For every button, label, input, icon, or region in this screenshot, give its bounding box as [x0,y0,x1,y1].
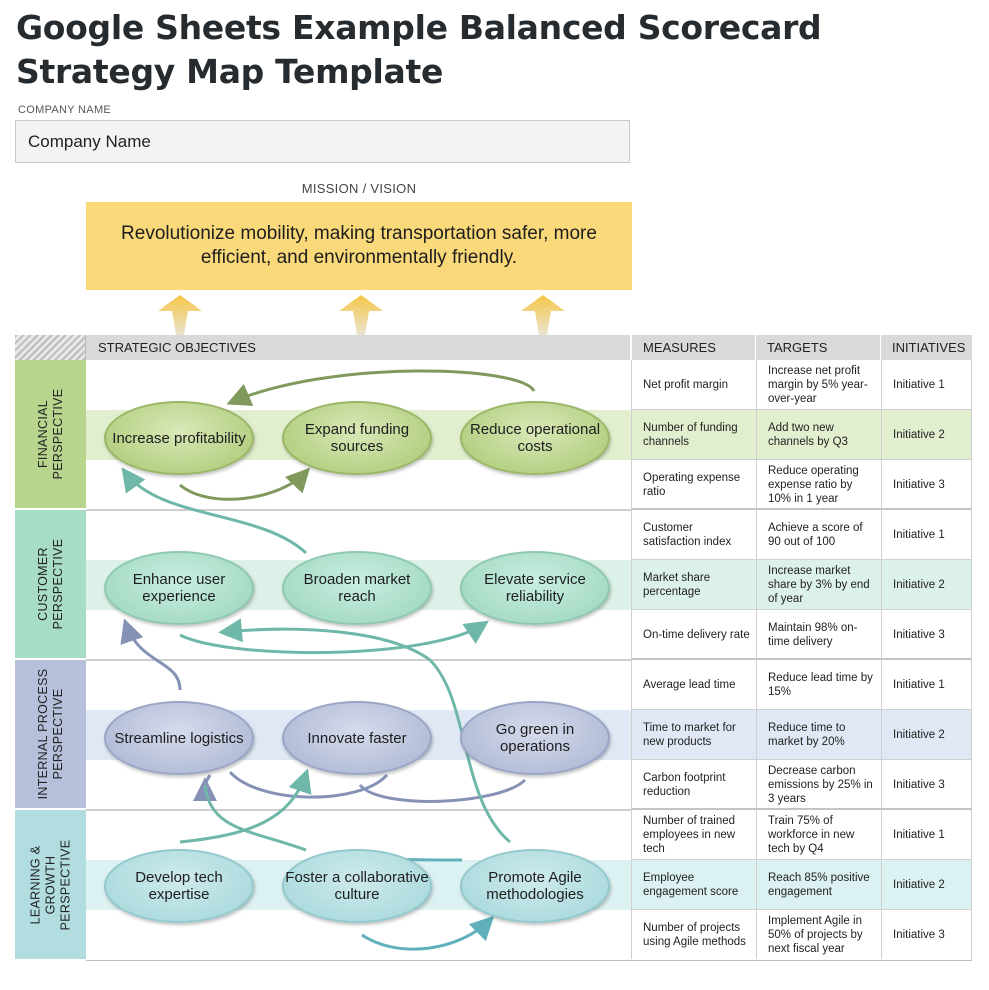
initiative-cell[interactable]: Initiative 3 [881,910,972,959]
header-targets: TARGETS [756,335,881,360]
objective-reduce-operational-costs[interactable]: Reduce operational costs [460,401,610,475]
table-row[interactable]: Customer satisfaction index Achieve a sc… [631,510,972,560]
initiative-cell[interactable]: Initiative 2 [881,410,972,459]
table-row[interactable]: Number of funding channels Add two new c… [631,410,972,460]
mission-vision-text: Revolutionize mobility, making transport… [121,223,597,268]
target-cell[interactable]: Achieve a score of 90 out of 100 [756,510,881,559]
measure-cell[interactable]: Number of projects using Agile methods [631,910,756,959]
measure-cell[interactable]: Customer satisfaction index [631,510,756,559]
objective-streamline-logistics[interactable]: Streamline logistics [104,701,254,775]
initiative-cell[interactable]: Initiative 3 [881,460,972,509]
objective-increase-profitability[interactable]: Increase profitability [104,401,254,475]
company-name-label: COMPANY NAME [18,104,112,116]
initiative-cell[interactable]: Initiative 2 [881,860,972,909]
mission-vision-box[interactable]: Revolutionize mobility, making transport… [86,202,632,290]
target-cell[interactable]: Reduce time to market by 20% [756,710,881,759]
objective-broaden-market-reach[interactable]: Broaden market reach [282,551,432,625]
table-row[interactable]: Carbon footprint reduction Decrease carb… [631,760,972,810]
measure-cell[interactable]: Employee engagement score [631,860,756,909]
up-arrow-icon [339,295,383,335]
mission-vision-label: MISSION / VISION [301,181,417,196]
measure-cell[interactable]: Average lead time [631,660,756,709]
initiative-cell[interactable]: Initiative 1 [881,510,972,559]
header-corner [15,335,86,360]
measure-cell[interactable]: Number of trained employees in new tech [631,810,756,859]
target-cell[interactable]: Train 75% of workforce in new tech by Q4 [756,810,881,859]
initiative-cell[interactable]: Initiative 2 [881,710,972,759]
header-initiatives: INITIATIVES [881,335,972,360]
initiative-cell[interactable]: Initiative 1 [881,810,972,859]
table-row[interactable]: Operating expense ratio Reduce operating… [631,460,972,510]
table-row[interactable]: Time to market for new products Reduce t… [631,710,972,760]
up-arrow-icon [521,295,565,335]
page-title: Google Sheets Example Balanced Scorecard… [16,8,822,91]
objective-develop-tech-expertise[interactable]: Develop tech expertise [104,849,254,923]
target-cell[interactable]: Increase market share by 3% by end of ye… [756,560,881,609]
measure-cell[interactable]: Carbon footprint reduction [631,760,756,809]
objective-go-green-in-operations[interactable]: Go green in operations [460,701,610,775]
objective-elevate-service-reliability[interactable]: Elevate service reliability [460,551,610,625]
measure-cell[interactable]: On-time delivery rate [631,610,756,659]
target-cell[interactable]: Reduce operating expense ratio by 10% in… [756,460,881,509]
target-cell[interactable]: Add two new channels by Q3 [756,410,881,459]
header-measures: MEASURES [631,335,756,360]
target-cell[interactable]: Implement Agile in 50% of projects by ne… [756,910,881,959]
table-row[interactable]: Number of trained employees in new tech … [631,810,972,860]
objective-promote-agile-methodologies[interactable]: Promote Agile methodologies [460,849,610,923]
table-row[interactable]: Net profit margin Increase net profit ma… [631,360,972,410]
objective-foster-collaborative-culture[interactable]: Foster a collaborative culture [282,849,432,923]
objective-expand-funding-sources[interactable]: Expand funding sources [282,401,432,475]
header-strategic-objectives: STRATEGIC OBJECTIVES [86,335,631,360]
measure-cell[interactable]: Operating expense ratio [631,460,756,509]
target-cell[interactable]: Decrease carbon emissions by 25% in 3 ye… [756,760,881,809]
target-cell[interactable]: Reach 85% positive engagement [756,860,881,909]
initiative-cell[interactable]: Initiative 3 [881,760,972,809]
company-name-field[interactable]: Company Name [15,120,630,163]
initiative-cell[interactable]: Initiative 2 [881,560,972,609]
table-row[interactable]: Average lead time Reduce lead time by 15… [631,660,972,710]
initiative-cell[interactable]: Initiative 1 [881,660,972,709]
up-arrow-icon [158,295,202,335]
target-cell[interactable]: Reduce lead time by 15% [756,660,881,709]
financial-perspective-label: FINANCIAL PERSPECTIVE [15,360,86,510]
table-row[interactable]: Number of projects using Agile methods I… [631,910,972,961]
measure-cell[interactable]: Number of funding channels [631,410,756,459]
measure-cell[interactable]: Market share percentage [631,560,756,609]
target-cell[interactable]: Increase net profit margin by 5% year-ov… [756,360,881,409]
table-row[interactable]: On-time delivery rate Maintain 98% on-ti… [631,610,972,660]
internal-process-perspective-label: INTERNAL PROCESS PERSPECTIVE [15,660,86,810]
measure-cell[interactable]: Net profit margin [631,360,756,409]
table-row[interactable]: Employee engagement score Reach 85% posi… [631,860,972,910]
objective-innovate-faster[interactable]: Innovate faster [282,701,432,775]
target-cell[interactable]: Maintain 98% on-time delivery [756,610,881,659]
objective-enhance-user-experience[interactable]: Enhance user experience [104,551,254,625]
measure-cell[interactable]: Time to market for new products [631,710,756,759]
initiative-cell[interactable]: Initiative 3 [881,610,972,659]
customer-perspective-label: CUSTOMER PERSPECTIVE [15,510,86,660]
initiative-cell[interactable]: Initiative 1 [881,360,972,409]
learning-growth-perspective-label: LEARNING & GROWTH PERSPECTIVE [15,810,86,961]
table-row[interactable]: Market share percentage Increase market … [631,560,972,610]
